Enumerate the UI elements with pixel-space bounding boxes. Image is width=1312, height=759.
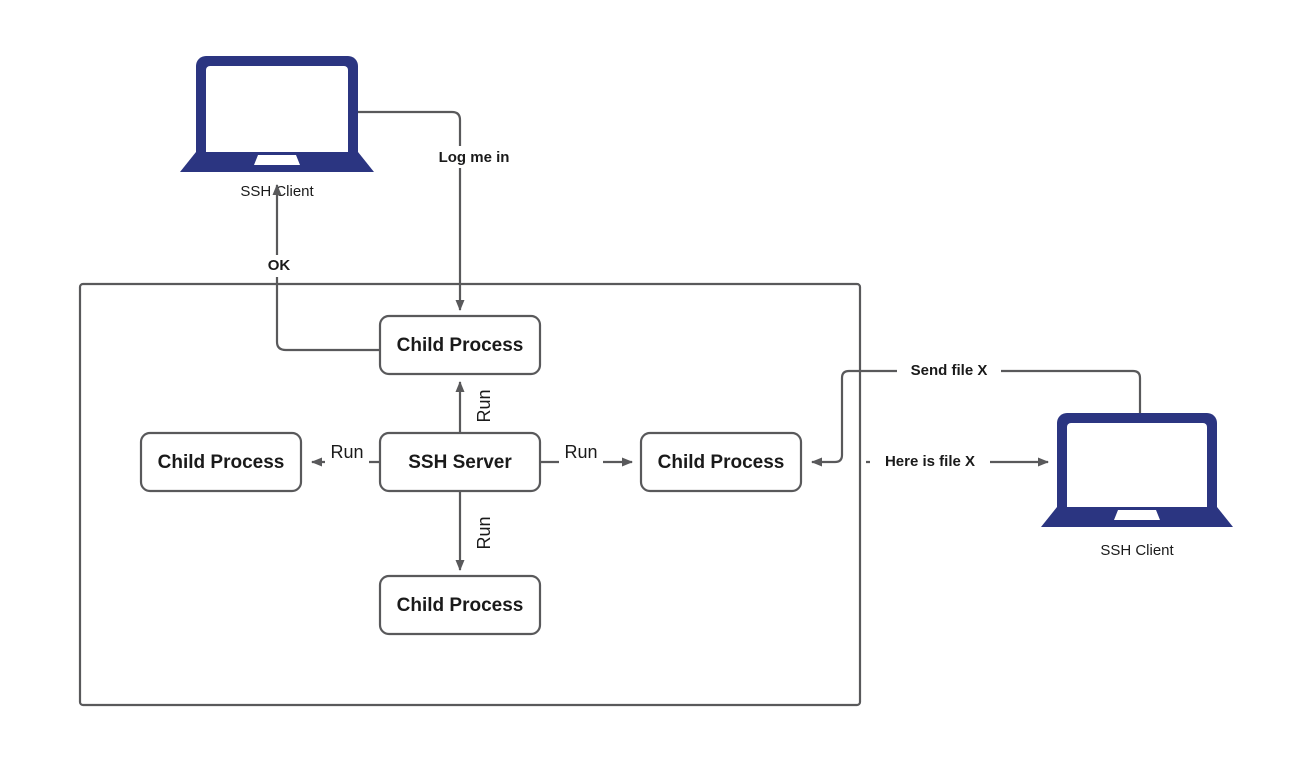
edge-label-run-left: Run <box>330 442 363 462</box>
edge-log-me-in <box>358 110 465 311</box>
label-bg-log-me-in <box>411 146 521 168</box>
node-ssh-server[interactable]: SSH Server <box>378 431 542 493</box>
child-process-bottom-label: Child Process <box>397 595 524 616</box>
child-process-right-label: Child Process <box>658 452 785 473</box>
edge-label-ok: OK <box>268 257 291 274</box>
edge-label-run-bottom: Run <box>474 516 494 549</box>
label-bg-here-is-file-x <box>870 452 990 472</box>
node-child-process-bottom[interactable]: Child Process <box>378 574 542 636</box>
laptop-icon-right-client <box>1041 413 1233 527</box>
label-bg-run-right <box>559 442 603 464</box>
laptop-icon-top-client <box>180 56 374 172</box>
edge-label-send-file-x: Send file X <box>911 362 988 379</box>
label-bg-ok <box>261 255 295 277</box>
server-container-boundary <box>78 282 862 707</box>
child-process-top-label: Child Process <box>397 335 524 356</box>
edge-ok <box>272 184 380 352</box>
node-child-process-right[interactable]: Child Process <box>639 431 803 493</box>
label-bg-send-file-x <box>897 361 1001 381</box>
edge-send-file-x <box>811 369 1142 467</box>
ssh-server-label: SSH Server <box>408 452 512 473</box>
node-child-process-top[interactable]: Child Process <box>378 314 542 376</box>
client-right-caption: SSH Client <box>1100 542 1174 559</box>
node-child-process-left[interactable]: Child Process <box>139 431 303 493</box>
child-process-left-label: Child Process <box>158 452 285 473</box>
edge-label-run-right: Run <box>564 442 597 462</box>
label-bg-run-left <box>325 442 369 464</box>
edge-label-log-me-in: Log me in <box>439 149 510 166</box>
edge-label-here-is-file-x: Here is file X <box>885 453 975 470</box>
edge-label-run-top: Run <box>474 389 494 422</box>
